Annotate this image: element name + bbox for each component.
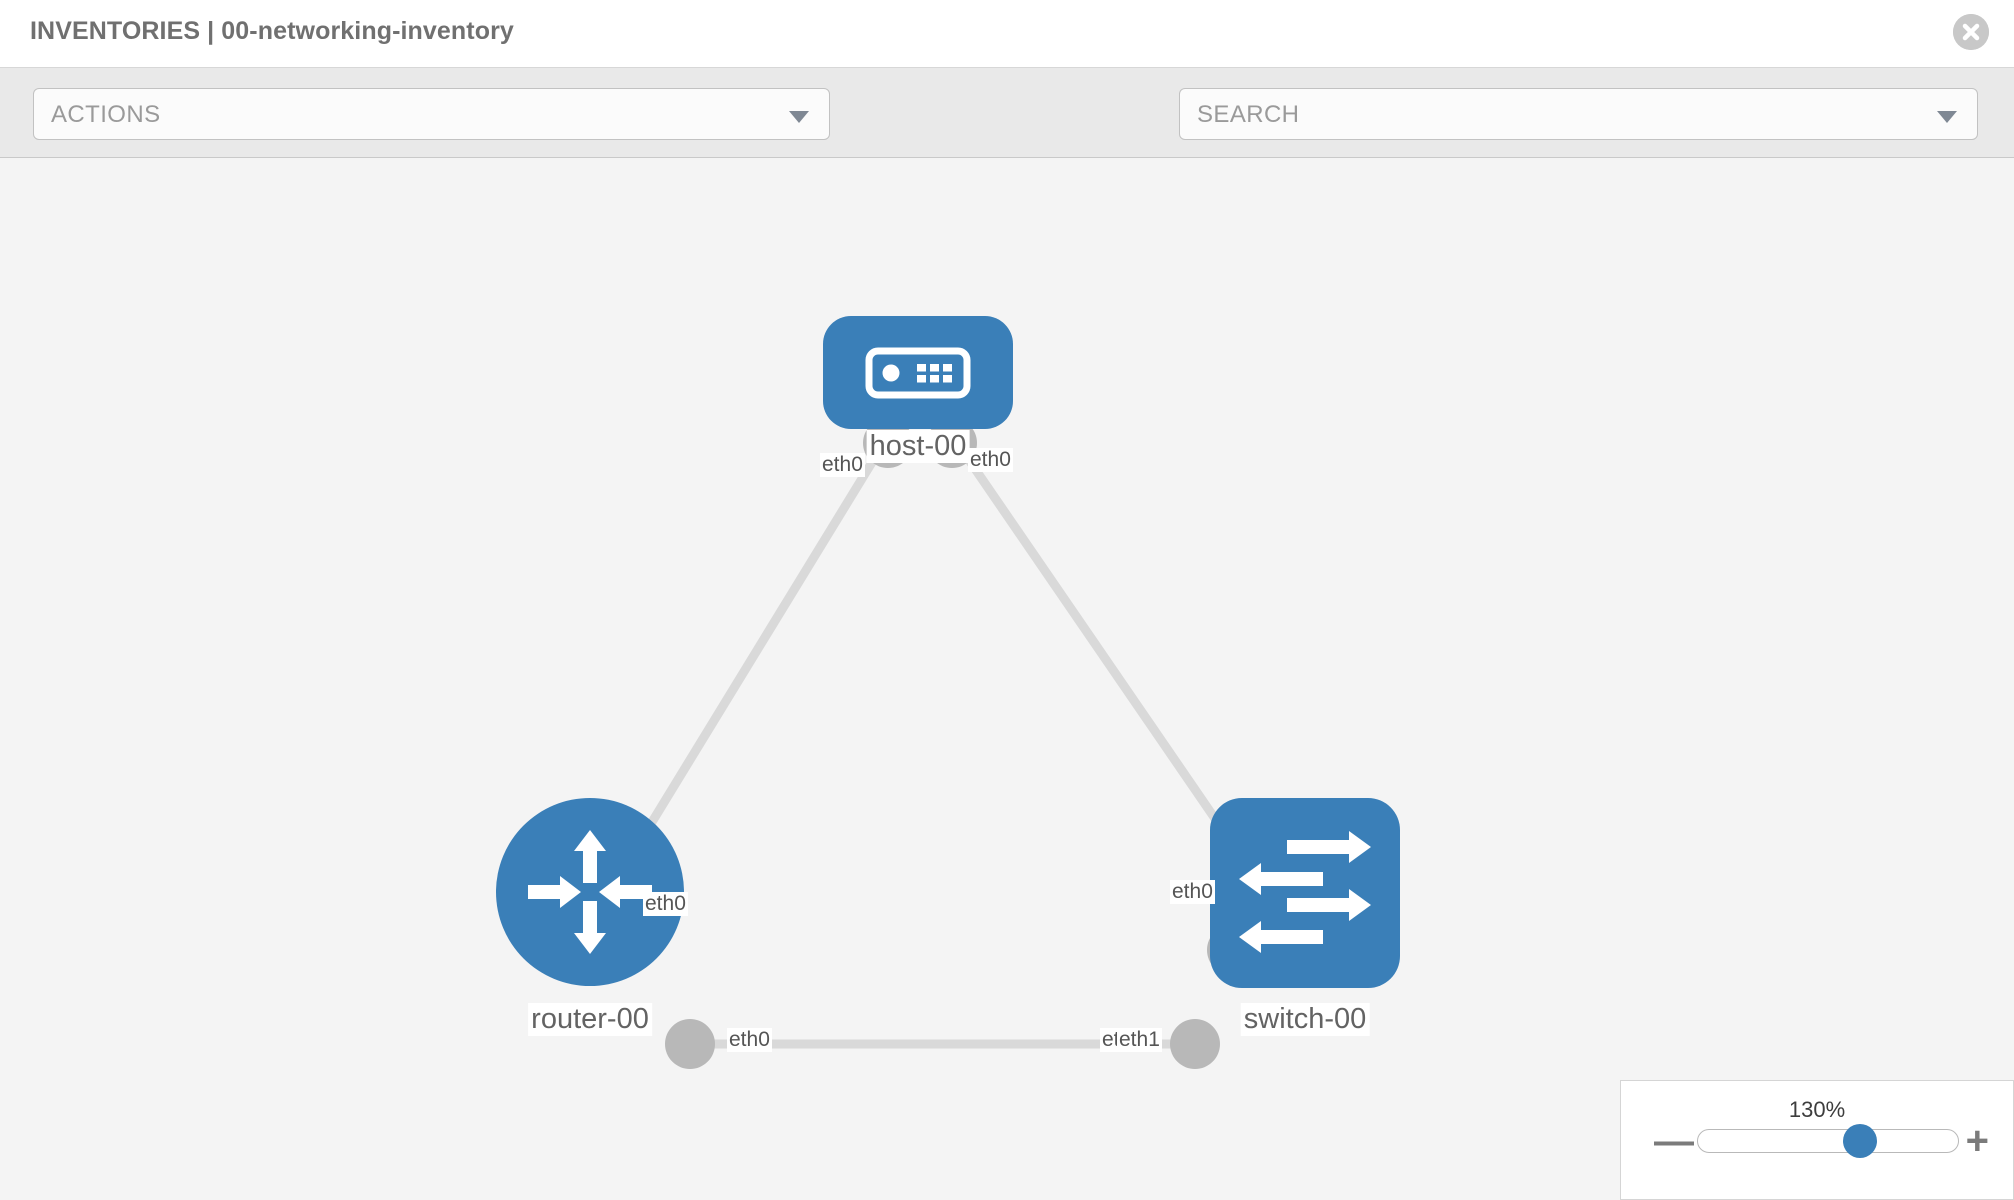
search-input[interactable]: SEARCH (1179, 88, 1978, 140)
node-switch-00 (1210, 798, 1400, 988)
connector-router00-eth0 (665, 1019, 715, 1069)
iface-label-switch00-eth1: eth1 (1117, 1028, 1162, 1052)
iface-label-router00-to-switch00: eth0 (727, 1028, 772, 1052)
link-host00-router00 (626, 425, 897, 861)
iface-label-router00-to-host00: eth0 (643, 892, 688, 916)
page-header: INVENTORIES | 00-networking-inventory (0, 0, 2014, 68)
page-title: INVENTORIES | 00-networking-inventory (30, 17, 514, 45)
topology-toolbar: ACTIONS SEARC (0, 68, 2014, 201)
topology-graph (496, 316, 1400, 1069)
zoom-out-button[interactable]: — (1654, 1119, 1694, 1163)
router-four-arrows-icon (528, 830, 652, 954)
node-router-00 (496, 798, 684, 986)
actions-dropdown[interactable]: ACTIONS (33, 88, 830, 140)
switch-bidirectional-arrows-icon (1239, 831, 1371, 953)
node-host-00 (823, 316, 1013, 429)
node-label-router-00: router-00 (528, 1003, 652, 1036)
iface-label-switch00-to-host00: eth0 (1170, 880, 1215, 904)
zoom-slider-thumb[interactable] (1842, 1124, 1877, 1158)
node-label-switch-00: switch-00 (1240, 1003, 1370, 1036)
chevron-down-icon (1937, 111, 1957, 123)
server-appliance-icon (865, 347, 971, 399)
topology-canvas[interactable]: host-00 router-00 switch-00 eth0 eth0 et… (0, 158, 2014, 1200)
zoom-in-button[interactable]: + (1965, 1119, 1989, 1163)
topology-links (626, 425, 1246, 1049)
actions-dropdown-label: ACTIONS (51, 101, 161, 128)
link-host00-switch00 (943, 425, 1246, 861)
chevron-down-icon (789, 111, 809, 123)
node-label-host-00: host-00 (866, 430, 970, 463)
zoom-slider[interactable] (1697, 1124, 1959, 1158)
zoom-percent-label: 130% (1788, 1097, 1846, 1122)
zoom-control-panel: 130% — + (1620, 1080, 2014, 1200)
iface-label-host00-to-router00: eth0 (820, 453, 865, 477)
close-icon[interactable] (1953, 14, 1989, 50)
iface-label-host00-to-switch00: eth0 (968, 448, 1013, 472)
connector-switch00-eth1 (1170, 1019, 1220, 1069)
search-placeholder: SEARCH (1197, 101, 1300, 128)
